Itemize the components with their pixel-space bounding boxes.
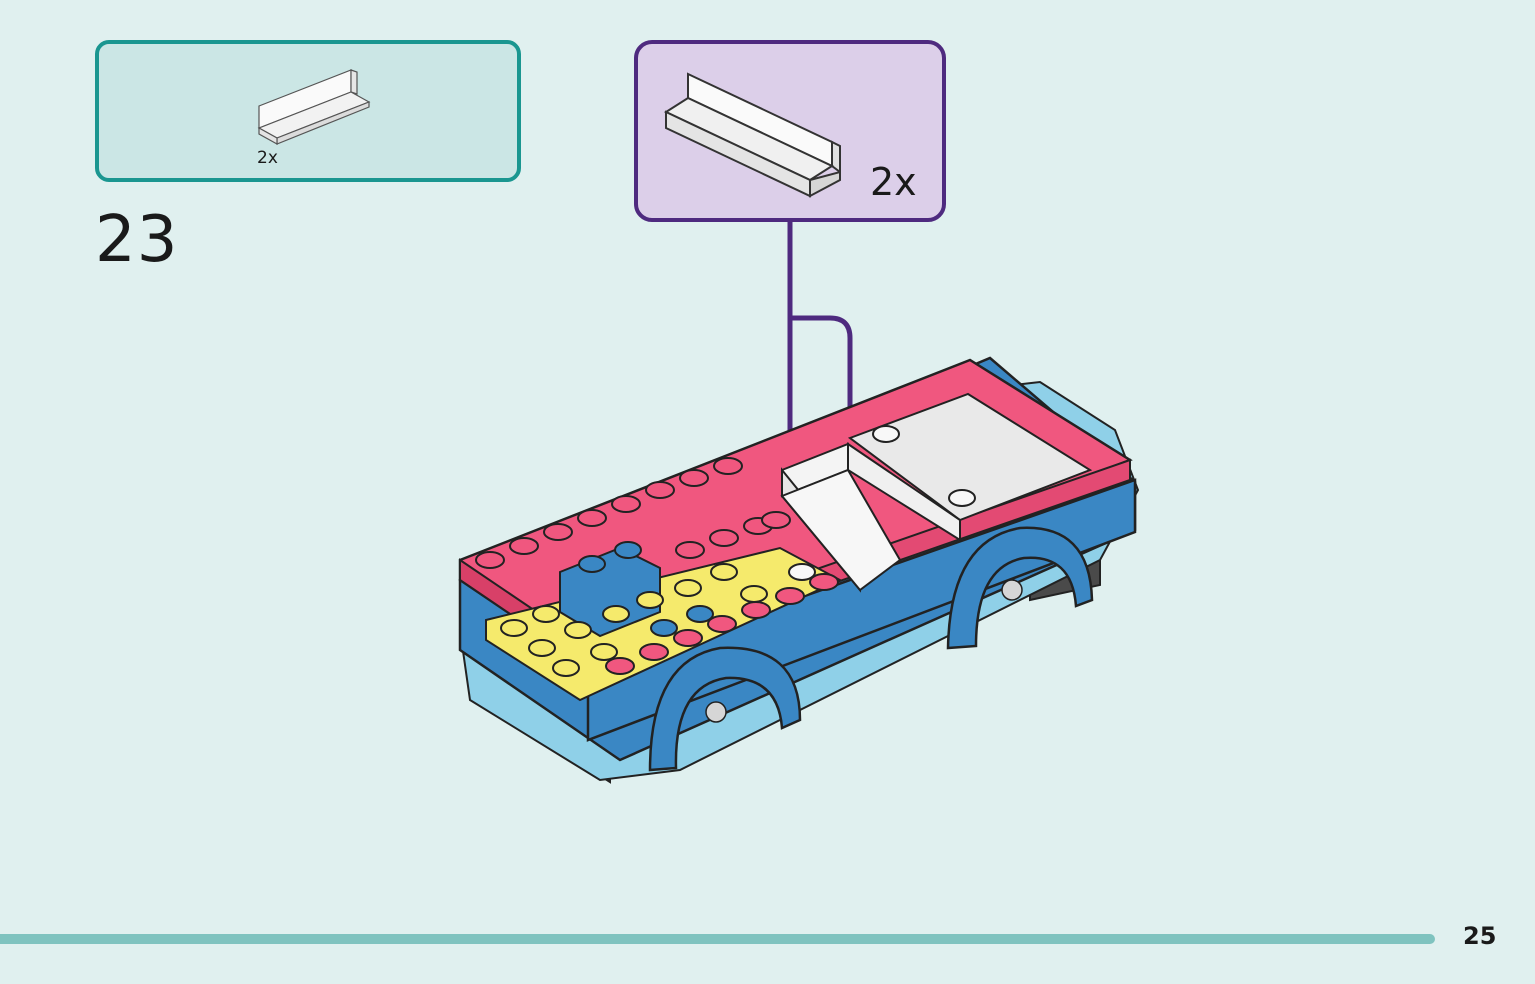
parts-list-box: 2x xyxy=(95,40,521,182)
parts-quantity: 2x xyxy=(257,148,278,168)
white-studs xyxy=(788,425,976,581)
callout-box: 2x xyxy=(634,40,946,222)
white-bracket-part-icon xyxy=(257,69,371,146)
placed-brackets xyxy=(780,442,961,593)
wheel-hubs xyxy=(705,579,1023,723)
pink-studs xyxy=(475,457,839,675)
progress-bar xyxy=(0,934,1435,944)
blue-studs xyxy=(578,541,714,637)
step-number: 23 xyxy=(95,203,179,277)
page-number: 25 xyxy=(1463,922,1497,950)
wheel-arches xyxy=(648,526,1094,772)
callout-quantity: 2x xyxy=(870,160,917,204)
car-model-illustration xyxy=(458,219,1140,784)
white-bracket-callout-icon xyxy=(663,72,841,198)
yellow-studs xyxy=(500,563,768,677)
